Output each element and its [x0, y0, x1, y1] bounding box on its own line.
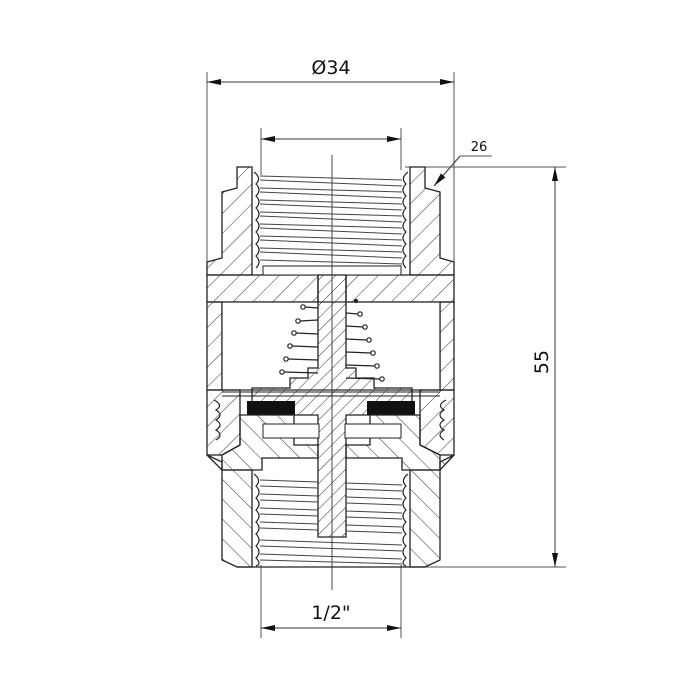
seal-rings	[247, 401, 415, 415]
height-label: 55	[531, 350, 553, 374]
valve-body-bottom	[206, 454, 455, 568]
dimension-thread-size	[260, 565, 402, 638]
seal-right	[367, 401, 415, 415]
dimension-height	[405, 166, 566, 568]
dimension-wrench-flat-leader	[433, 155, 492, 187]
dimension-top-thread	[260, 128, 402, 175]
poppet-stem	[251, 155, 413, 590]
thread-size-label: 1/2"	[311, 602, 350, 624]
seal-left	[247, 401, 295, 415]
wrench-flat-label: 26	[471, 140, 488, 155]
spring	[279, 298, 385, 382]
top-internal-thread	[253, 170, 409, 276]
valve-body-joint	[206, 389, 455, 471]
bottom-internal-thread	[237, 473, 425, 568]
outer-diameter-label: Ø34	[311, 57, 350, 79]
